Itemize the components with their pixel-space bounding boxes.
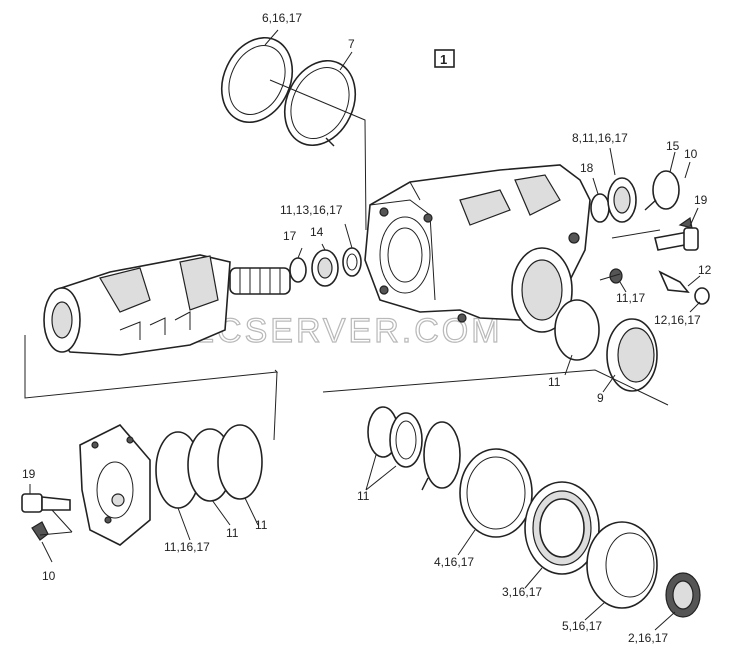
fitting-10 <box>678 216 693 229</box>
label-10-lower: 10 <box>42 569 56 583</box>
label-11-17: 11,17 <box>616 291 645 305</box>
label-9: 9 <box>597 391 604 405</box>
bearing-14 <box>311 249 339 287</box>
label-14: 14 <box>310 225 324 239</box>
label-19-upper: 19 <box>694 193 708 207</box>
label-3-16-17: 3,16,17 <box>502 585 542 599</box>
snap-ring-lower <box>421 421 461 491</box>
seal-4 <box>459 448 533 538</box>
label-11-c: 11 <box>226 526 239 540</box>
label-8-11-16-17: 8,11,16,17 <box>572 131 628 145</box>
label-15: 15 <box>666 139 680 153</box>
label-18: 18 <box>580 161 594 175</box>
seal-17 <box>289 257 307 283</box>
snap-ring-6 <box>220 36 294 124</box>
seal-5 <box>586 521 658 609</box>
label-12: 12 <box>698 263 712 277</box>
label-4-16-17: 4,16,17 <box>434 555 474 569</box>
o-ring-11-d <box>217 424 263 500</box>
figure-number: 1 <box>440 52 447 67</box>
seal-ring-9 <box>606 318 658 392</box>
end-cover <box>79 424 151 546</box>
label-11-d: 11 <box>255 518 268 532</box>
label-6-16-17: 6,16,17 <box>262 11 302 25</box>
bearing-3 <box>524 481 600 575</box>
label-2-16-17: 2,16,17 <box>628 631 668 645</box>
label-11-16-17: 11,16,17 <box>164 540 210 554</box>
bolt-19 <box>654 227 699 251</box>
label-11-a: 11 <box>548 375 561 389</box>
screw-12 <box>658 270 690 293</box>
right-group-frame <box>322 369 669 406</box>
piston-rack <box>43 254 291 356</box>
left-group-frame <box>24 335 279 399</box>
seal-18 <box>590 193 610 223</box>
ring-11-pair <box>367 406 423 468</box>
lock-ring-15 <box>644 170 680 211</box>
bearing-8 <box>607 177 637 223</box>
figure-number-box: 1 <box>434 49 455 68</box>
snap-ring-7 <box>283 59 357 147</box>
label-10-upper: 10 <box>684 147 698 161</box>
bolt-19-lower <box>21 493 71 513</box>
label-5-16-17: 5,16,17 <box>562 619 602 633</box>
nut-2 <box>665 572 701 618</box>
ring-alignment-line <box>269 79 367 231</box>
label-17: 17 <box>283 229 297 243</box>
label-19-lower: 19 <box>22 467 36 481</box>
leader-lines <box>29 29 701 631</box>
washer-12-16 <box>694 287 710 305</box>
label-7: 7 <box>348 37 355 51</box>
fitting-10-lower <box>31 521 49 541</box>
o-ring-11-a <box>554 299 600 361</box>
label-11-b: 11 <box>357 489 370 503</box>
seal-13 <box>342 247 362 277</box>
nut-11-17 <box>609 268 623 284</box>
label-11-13-16-17: 11,13,16,17 <box>280 203 343 217</box>
gear-housing <box>364 164 591 333</box>
label-12-16-17: 12,16,17 <box>654 313 701 327</box>
